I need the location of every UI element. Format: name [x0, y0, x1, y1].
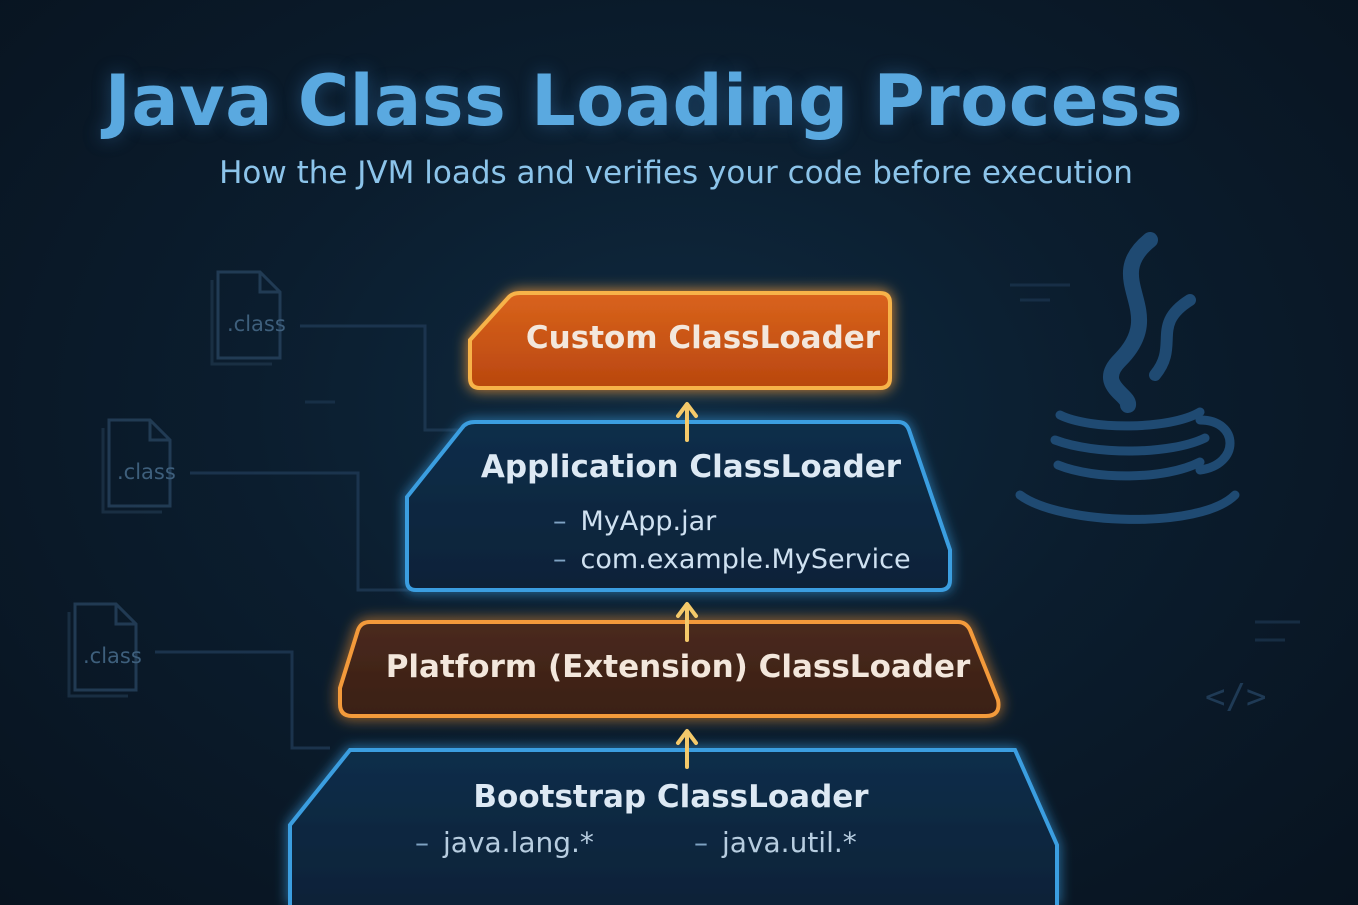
connector-line-2 — [190, 471, 410, 592]
custom-classloader-box — [468, 291, 892, 390]
delegation-arrow — [676, 602, 698, 642]
java-coffee-cup-icon — [1015, 232, 1240, 524]
application-classloader-box — [405, 420, 952, 592]
decorative-dashes — [305, 283, 1300, 642]
custom-classloader-title: Custom ClassLoader — [525, 320, 881, 356]
delegation-arrow — [676, 729, 698, 769]
application-classloader-title: Application ClassLoader — [480, 449, 902, 485]
bootstrap-classloader-item: –java.lang.* — [415, 826, 594, 859]
class-file-icon — [67, 602, 138, 698]
page-subtitle: How the JVM loads and verifies your code… — [219, 155, 1133, 191]
delegation-arrow — [676, 402, 698, 442]
class-file-label: .class — [227, 312, 286, 336]
class-file-label: .class — [83, 644, 142, 668]
class-file-icon — [101, 418, 172, 514]
class-file-label: .class — [117, 460, 176, 484]
application-classloader-item: –com.example.MyService — [553, 544, 911, 575]
background-connectors — [155, 324, 470, 750]
connector-line-1 — [300, 324, 470, 432]
platform-classloader-title: Platform (Extension) ClassLoader — [385, 649, 971, 685]
code-brackets-icon: </> — [1205, 677, 1266, 717]
platform-classloader-box — [338, 620, 1001, 718]
application-classloader-item: –MyApp.jar — [553, 506, 717, 537]
bootstrap-classloader-title: Bootstrap ClassLoader — [473, 779, 869, 815]
connector-line-3 — [155, 650, 330, 750]
page-title: Java Class Loading Process — [104, 60, 1184, 142]
class-file-icon — [210, 270, 282, 366]
bootstrap-classloader-item: –java.util.* — [694, 826, 857, 859]
bootstrap-classloader-box — [288, 748, 1059, 905]
